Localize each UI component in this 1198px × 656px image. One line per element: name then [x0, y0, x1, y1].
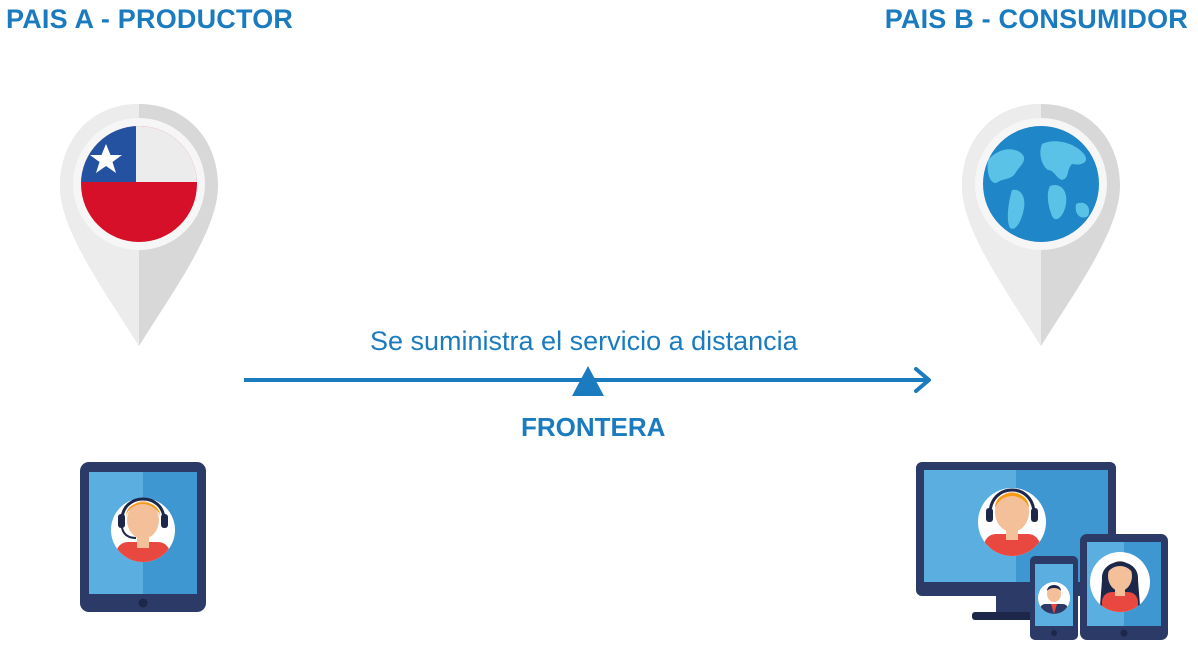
chile-flag-pin-icon: [60, 104, 218, 346]
multi-device-users-icon: [916, 462, 1168, 640]
globe-pin-icon: [962, 104, 1120, 346]
tablet-agent-icon: [80, 462, 206, 612]
border-label: FRONTERA: [521, 412, 666, 442]
producer-heading: PAIS A - PRODUCTOR: [6, 4, 294, 34]
flow-description: Se suministra el servicio a distancia: [370, 326, 798, 356]
border-marker-icon: [572, 366, 604, 396]
consumer-heading: PAIS B - CONSUMIDOR: [884, 4, 1188, 34]
service-flow-arrow: [244, 366, 931, 396]
